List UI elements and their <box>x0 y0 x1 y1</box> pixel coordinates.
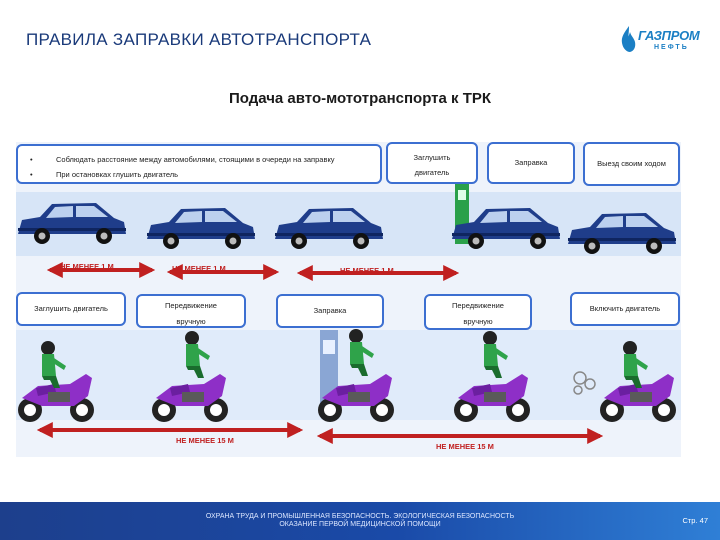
step-label: Передвижение <box>165 301 217 310</box>
moto-step-push: Передвижение вручную <box>424 294 532 330</box>
distance-label: НЕ МЕНЕЕ 1 М <box>172 264 226 273</box>
exhaust-smoke-icon <box>573 371 596 395</box>
moto-step-push: Передвижение вручную <box>136 294 246 328</box>
bullet-icon: • <box>30 170 33 179</box>
rule-item: • При остановках глушить двигатель <box>24 167 374 182</box>
footer-line: ОХРАНА ТРУДА И ПРОМЫШЛЕННАЯ БЕЗОПАСНОСТЬ… <box>205 513 515 520</box>
step-label: двигатель <box>414 168 450 177</box>
distance-label: НЕ МЕНЕЕ 1 М <box>340 266 394 275</box>
rider <box>185 331 210 378</box>
rider <box>483 331 508 378</box>
header-title: ПРАВИЛА ЗАПРАВКИ АВТОТРАНСПОРТА <box>26 30 372 49</box>
motorcycle <box>454 374 530 422</box>
car <box>147 208 255 249</box>
rule-text: При остановках глушить двигатель <box>56 170 179 179</box>
distance-label: НЕ МЕНЕЕ 1 М <box>60 262 114 271</box>
car-step-fueling: Заправка <box>487 142 575 184</box>
page-number: Стр. 47 <box>682 516 708 525</box>
footer-line: ОКАЗАНИЕ ПЕРВОЙ МЕДИЦИНСКОЙ ПОМОЩИ <box>279 521 441 528</box>
step-label: Выезд своим ходом <box>597 159 666 168</box>
slide-title: Подача авто-мототранспорта к ТРК <box>228 90 492 107</box>
rule-item: • Соблюдать расстояние между автомобилям… <box>24 152 374 167</box>
step-label: вручную <box>176 317 206 326</box>
step-label: Передвижение <box>452 301 504 310</box>
moto-step-start-engine: Включить двигатель <box>570 292 680 326</box>
rider <box>349 329 374 376</box>
step-label: вручную <box>463 317 493 326</box>
car <box>18 203 126 244</box>
distance-label: НЕ МЕНЕЕ 15 М <box>436 442 494 451</box>
car <box>568 213 676 254</box>
motorcycle <box>152 374 228 422</box>
car-step-drive-off: Выезд своим ходом <box>583 142 680 186</box>
rider <box>41 341 66 388</box>
step-label: Включить двигатель <box>589 304 661 313</box>
flame-icon <box>621 26 636 52</box>
moto-step-stop-engine: Заглушить двигатель <box>16 292 126 326</box>
footer-bar <box>0 502 720 540</box>
step-label: Заглушить <box>413 153 451 162</box>
step-label: Заправка <box>514 158 548 167</box>
rule-text: Соблюдать расстояние между автомобилями,… <box>56 155 335 164</box>
rider <box>623 341 648 388</box>
logo-wordmark: ГАЗПРОМ <box>638 28 700 43</box>
logo-subtitle: НЕФТЬ <box>654 44 689 51</box>
car <box>275 208 383 249</box>
bullet-icon: • <box>30 155 33 164</box>
distance-label: НЕ МЕНЕЕ 15 М <box>176 436 234 445</box>
step-label: Заглушить двигатель <box>34 304 108 313</box>
car-step-stop-engine: Заглушить двигатель <box>386 142 478 184</box>
company-logo: ГАЗПРОМ НЕФТЬ <box>618 22 700 58</box>
footer-caption: ОХРАНА ТРУДА И ПРОМЫШЛЕННАЯ БЕЗОПАСНОСТЬ… <box>0 513 720 529</box>
moto-step-fueling: Заправка <box>276 294 384 328</box>
rules-box: • Соблюдать расстояние между автомобилям… <box>16 144 382 184</box>
step-label: Заправка <box>313 306 347 315</box>
